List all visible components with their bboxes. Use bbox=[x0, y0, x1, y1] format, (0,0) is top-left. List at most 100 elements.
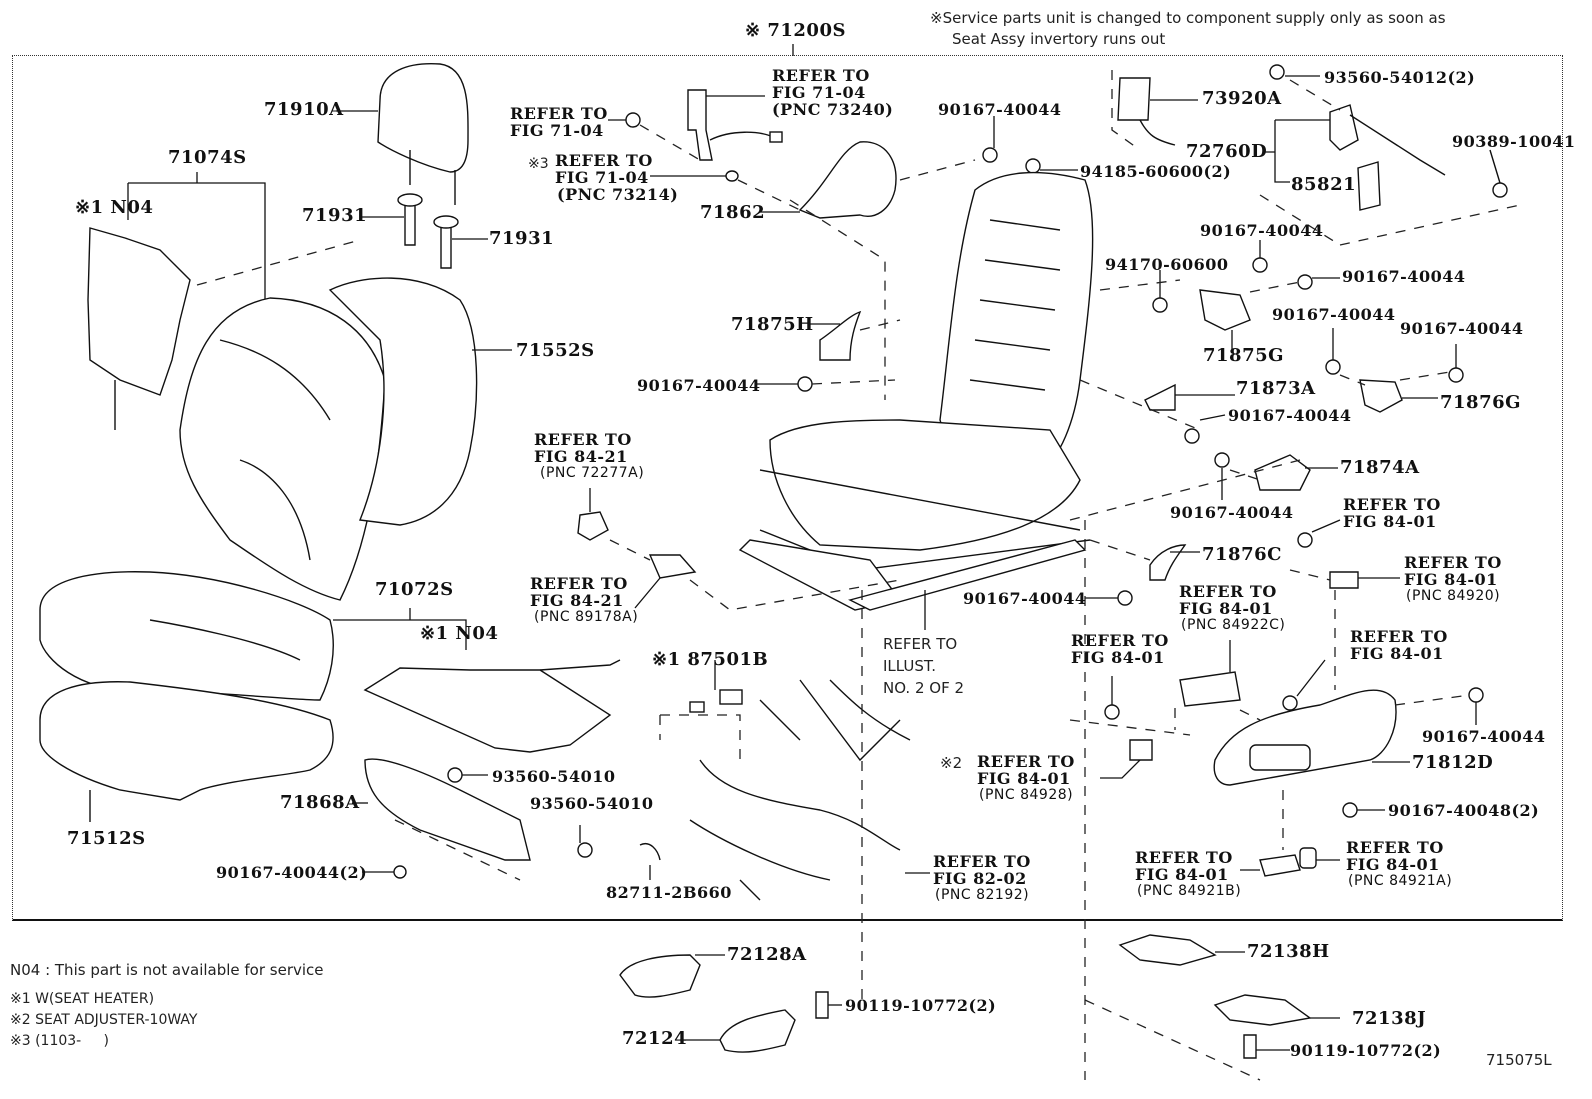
ref-line1: REFER TO bbox=[1135, 848, 1233, 867]
ref-line2: FIG 84-01 bbox=[1179, 599, 1273, 618]
legend-n04: N04 : This part is not available for ser… bbox=[10, 961, 324, 979]
part-screw-71875h[interactable]: 90167-40044 bbox=[637, 376, 761, 395]
ref-line2: FIG 84-01 bbox=[1071, 648, 1165, 667]
ref-line3: (PNC 72277A) bbox=[540, 465, 645, 481]
ref-seat-track[interactable]: REFER TO ILLUST. NO. 2 OF 2 bbox=[883, 633, 964, 699]
ref-switch-84922c[interactable]: REFER TO FIG 84-01 (PNC 84922C) bbox=[1179, 582, 1286, 634]
part-cover-72128a[interactable]: 72128A bbox=[727, 944, 807, 965]
part-lumbar-switch[interactable]: 85821 bbox=[1291, 174, 1357, 195]
ref-sensor-89178a[interactable]: REFER TO FIG 84-21 (PNC 89178A) bbox=[530, 574, 638, 626]
part-back-cover-assy[interactable]: 71074S bbox=[168, 147, 247, 168]
ref-switch-84928[interactable]: ※2 REFER TO FIG 84-01 (PNC 84928) bbox=[940, 753, 1074, 804]
part-screw-71812d-top[interactable]: 90167-40044 bbox=[1422, 727, 1546, 746]
service-note-line1: ※Service parts unit is changed to compon… bbox=[930, 9, 1446, 27]
part-cushion-heater-note[interactable]: ※1 N04 bbox=[420, 623, 499, 644]
part-headrest[interactable]: 71910A bbox=[264, 99, 344, 120]
assembly-part-number[interactable]: ※ 71200S bbox=[745, 20, 846, 41]
part-clip-93560-a[interactable]: 93560-54010 bbox=[492, 767, 616, 786]
part-headrest-support-left[interactable]: 71931 bbox=[302, 205, 368, 226]
ref-line1: REFER TO bbox=[933, 852, 1031, 871]
ref-line2: FIG 71-04 bbox=[510, 121, 604, 140]
part-shield-71812d[interactable]: 71812D bbox=[1412, 752, 1494, 773]
ref-belt-washer[interactable]: ※3 REFER TO FIG 71-04 (PNC 73214) bbox=[528, 152, 678, 203]
part-nut-94185[interactable]: 94185-60600(2) bbox=[1080, 162, 1232, 181]
ref-sensor-72277a[interactable]: REFER TO FIG 84-21 (PNC 72277A) bbox=[534, 431, 644, 482]
part-bracket-71862[interactable]: 71862 bbox=[700, 202, 766, 223]
ref-line3: (PNC 84928) bbox=[979, 787, 1074, 803]
part-lumbar-assy[interactable]: 72760D bbox=[1186, 141, 1268, 162]
ref-screw-84-01-c[interactable]: REFER TO FIG 84-01 bbox=[1350, 628, 1448, 662]
ref-line3: NO. 2 OF 2 bbox=[883, 679, 965, 697]
part-clip-93560-b[interactable]: 93560-54010 bbox=[530, 794, 654, 813]
ref-wire-harness[interactable]: REFER TO FIG 82-02 (PNC 82192) bbox=[933, 853, 1031, 904]
part-cover-71876g[interactable]: 71876G bbox=[1440, 392, 1521, 413]
ref-line3: (PNC 84922C) bbox=[1181, 617, 1286, 633]
part-bolt-center[interactable]: 90119-10772(2) bbox=[845, 996, 997, 1015]
part-screw-71876c[interactable]: 90167-40044 bbox=[963, 589, 1087, 608]
ref-knob-84921b[interactable]: REFER TO FIG 84-01 (PNC 84921B) bbox=[1135, 848, 1241, 900]
ref-line2: FIG 84-21 bbox=[534, 447, 628, 466]
ref-line1: REFER TO bbox=[555, 151, 653, 170]
ref-knob-84921a[interactable]: REFER TO FIG 84-01 (PNC 84921A) bbox=[1346, 838, 1452, 890]
ref-prefix: ※2 bbox=[940, 754, 963, 772]
part-back-heater-note[interactable]: ※1 N04 bbox=[75, 197, 154, 218]
ref-line2: FIG 84-01 bbox=[1343, 512, 1437, 531]
part-clip-82711[interactable]: 82711-2B660 bbox=[606, 883, 732, 902]
service-note-line2: Seat Assy invertory runs out bbox=[952, 30, 1166, 48]
ref-screw-84-01-b[interactable]: REFER TO FIG 84-01 bbox=[1071, 632, 1169, 666]
ref-line1: REFER TO bbox=[1350, 627, 1448, 646]
part-screw-lower-left[interactable]: 90167-40044(2) bbox=[216, 863, 368, 882]
part-screw-71875g-top[interactable]: 90167-40044 bbox=[1200, 221, 1324, 240]
part-back-pad[interactable]: 71552S bbox=[516, 340, 595, 361]
part-cover-71875h[interactable]: 71875H bbox=[731, 314, 814, 335]
ref-line1: REFER TO bbox=[1346, 838, 1444, 857]
ref-line2: FIG 84-21 bbox=[530, 591, 624, 610]
part-screw-71876g-right[interactable]: 90167-40044 bbox=[1400, 319, 1524, 338]
ref-line1: REFER TO bbox=[530, 574, 628, 593]
part-cover-72138h[interactable]: 72138H bbox=[1247, 941, 1330, 962]
seat-frame-art bbox=[738, 171, 1094, 611]
ref-line2: FIG 71-04 bbox=[772, 83, 866, 102]
part-screw-71873a[interactable]: 90167-40044 bbox=[1228, 406, 1352, 425]
ref-line1: REFER TO bbox=[1071, 631, 1169, 650]
ref-screw-84-01-a[interactable]: REFER TO FIG 84-01 bbox=[1343, 496, 1441, 530]
part-cushion-pad[interactable]: 71512S bbox=[67, 828, 146, 849]
ref-line2: FIG 82-02 bbox=[933, 869, 1027, 888]
ref-line1: REFER TO bbox=[1179, 582, 1277, 601]
part-cover-72138j[interactable]: 72138J bbox=[1352, 1008, 1427, 1029]
part-cover-71876c[interactable]: 71876C bbox=[1202, 544, 1282, 565]
part-cover-72124[interactable]: 72124 bbox=[622, 1028, 688, 1049]
part-screw-71812d-bottom[interactable]: 90167-40048(2) bbox=[1388, 801, 1540, 820]
ref-switch-84920[interactable]: REFER TO FIG 84-01 (PNC 84920) bbox=[1404, 554, 1502, 605]
part-cover-71875g[interactable]: 71875G bbox=[1203, 345, 1284, 366]
part-heater-switch[interactable]: ※1 87501B bbox=[652, 649, 769, 670]
part-screw-top-center[interactable]: 90167-40044 bbox=[938, 100, 1062, 119]
ref-line2: FIG 84-01 bbox=[1350, 644, 1444, 663]
ref-line2: FIG 84-01 bbox=[1346, 855, 1440, 874]
ref-prefix: ※3 bbox=[528, 156, 549, 172]
part-screw-71874a[interactable]: 90167-40044 bbox=[1170, 503, 1294, 522]
part-nut-90389[interactable]: 90389-10041 bbox=[1452, 132, 1576, 151]
headrest-supports-art bbox=[360, 193, 488, 269]
part-bolt-right[interactable]: 90119-10772(2) bbox=[1290, 1041, 1442, 1060]
part-headrest-support-right[interactable]: 71931 bbox=[489, 228, 555, 249]
part-cushion-cover-assy[interactable]: 71072S bbox=[375, 579, 454, 600]
part-cover-71873a[interactable]: 71873A bbox=[1236, 378, 1316, 399]
part-front-shield[interactable]: 71868A bbox=[280, 792, 360, 813]
ref-belt-nut[interactable]: REFER TO FIG 71-04 bbox=[510, 105, 608, 139]
ref-line1: REFER TO bbox=[883, 635, 958, 653]
part-screw-93560-54012[interactable]: 93560-54012(2) bbox=[1324, 68, 1476, 87]
ref-line3: (PNC 82192) bbox=[935, 887, 1030, 903]
part-screw-71875g-side[interactable]: 90167-40044 bbox=[1342, 267, 1466, 286]
part-nut-94170[interactable]: 94170-60600 bbox=[1105, 255, 1229, 274]
part-airbag[interactable]: 73920A bbox=[1202, 88, 1282, 109]
ref-line2: FIG 84-01 bbox=[1404, 570, 1498, 589]
part-cover-71874a[interactable]: 71874A bbox=[1340, 457, 1420, 478]
part-screw-71876g-left[interactable]: 90167-40044 bbox=[1272, 305, 1396, 324]
legend-note3: ※3 (1103- ) bbox=[10, 1033, 109, 1049]
ref-seatbelt-buckle[interactable]: REFER TO FIG 71-04 (PNC 73240) bbox=[772, 67, 893, 118]
ref-line3: (PNC 73214) bbox=[557, 185, 679, 204]
ref-line1: REFER TO bbox=[1343, 495, 1441, 514]
wire-harness-art bbox=[659, 660, 911, 901]
